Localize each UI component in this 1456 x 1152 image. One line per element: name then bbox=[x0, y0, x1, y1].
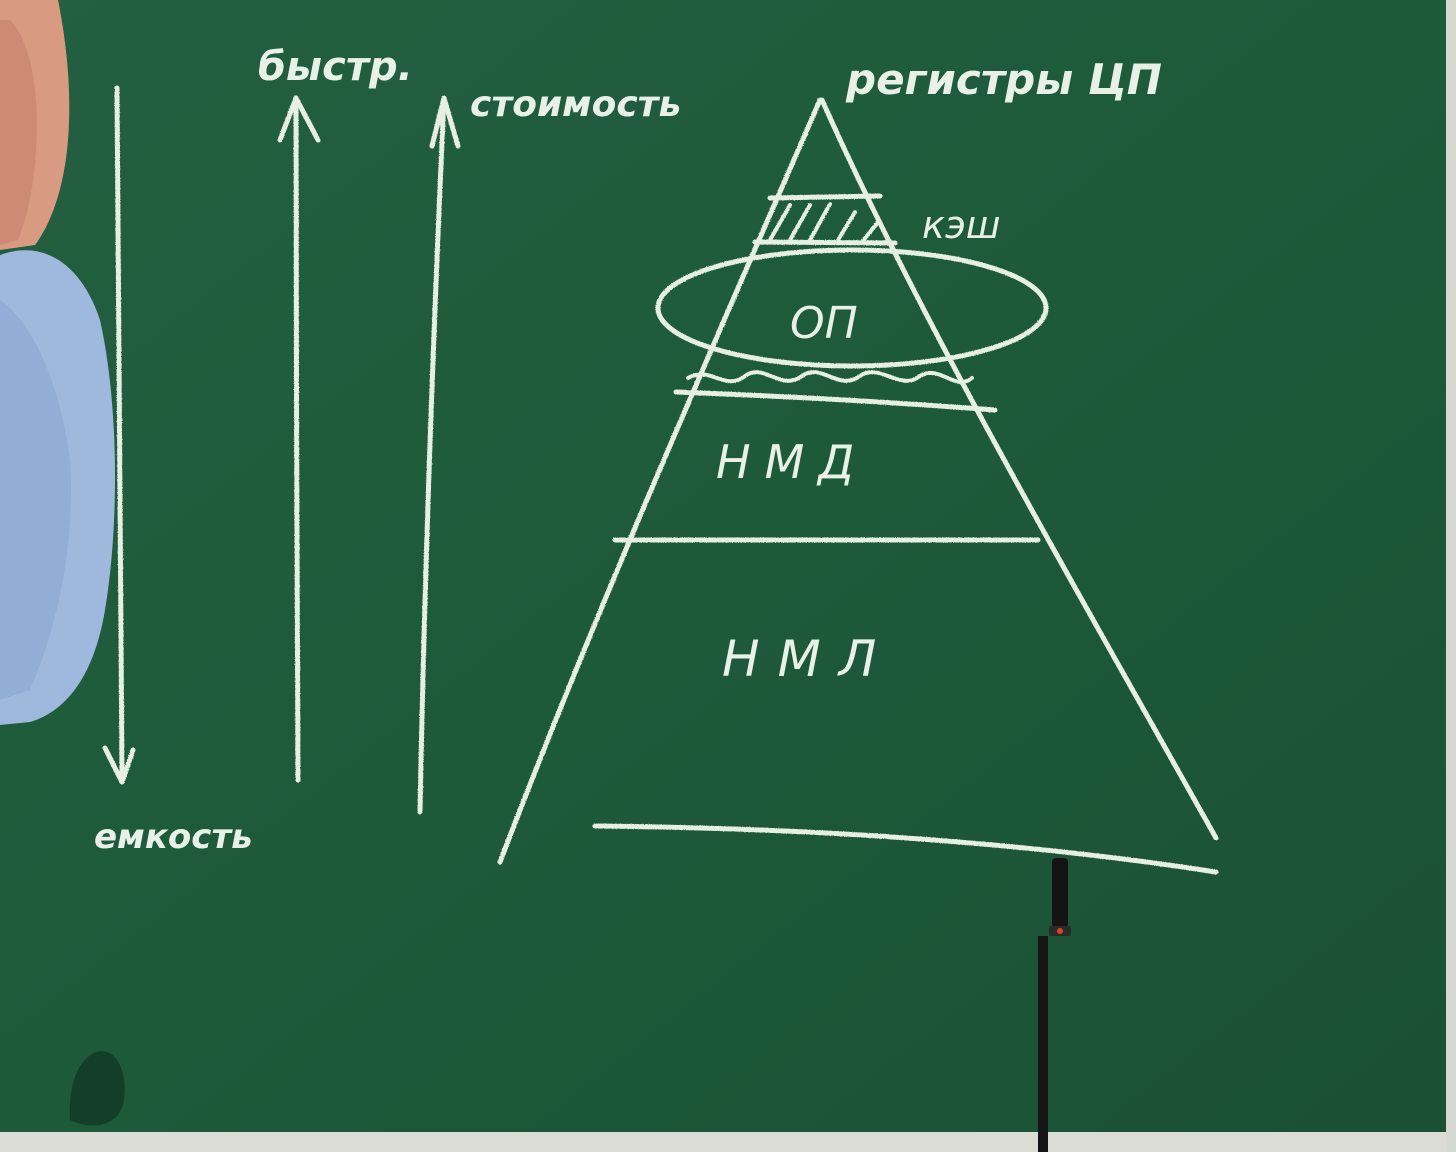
cost-arrow bbox=[417, 95, 461, 815]
cache-hatching bbox=[768, 202, 880, 244]
lecturer-arm bbox=[0, 0, 116, 725]
cache-label: кэш bbox=[922, 203, 1001, 247]
capacity-arrow bbox=[102, 85, 136, 785]
tape-label: НМЛ bbox=[722, 630, 894, 688]
disk-band-top bbox=[673, 389, 998, 413]
cache-band-top bbox=[767, 193, 883, 201]
disk-label: НМД bbox=[716, 435, 868, 489]
memory-pyramid bbox=[497, 97, 1219, 875]
cache-band-bottom bbox=[752, 239, 898, 246]
board-bottom-edge bbox=[0, 1132, 1456, 1152]
board-smudge bbox=[69, 1051, 125, 1126]
main-memory-wave bbox=[686, 370, 974, 384]
registers-label: регистры ЦП bbox=[845, 55, 1162, 104]
board-right-edge bbox=[1446, 0, 1456, 1152]
capacity-label: емкость bbox=[94, 817, 253, 857]
speed-arrow bbox=[277, 95, 321, 783]
cost-label: стоимость bbox=[470, 84, 681, 125]
speed-label: быстр. bbox=[258, 44, 413, 90]
microphone-stand bbox=[1038, 858, 1071, 1152]
main-memory-ellipse bbox=[655, 247, 1049, 369]
main-memory-label: ОП bbox=[790, 298, 858, 349]
